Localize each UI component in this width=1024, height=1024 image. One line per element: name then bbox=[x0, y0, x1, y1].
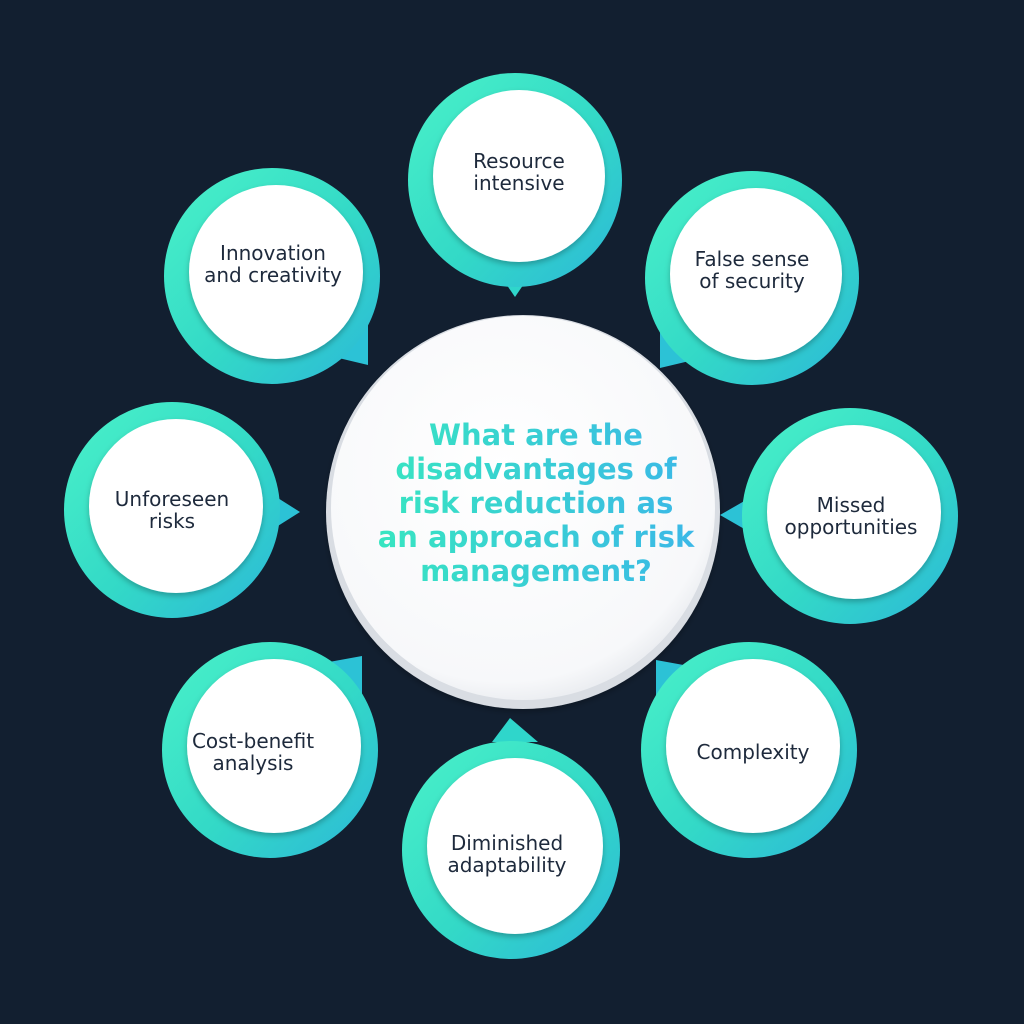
node-missed-opportunities bbox=[720, 408, 958, 624]
node-resource-intensive bbox=[408, 73, 622, 297]
node-cost-benefit-analysis bbox=[162, 642, 378, 858]
center-hub bbox=[326, 315, 720, 709]
node-complexity bbox=[641, 642, 857, 858]
node-unforeseen-risks bbox=[64, 402, 300, 618]
node-false-sense-of-security bbox=[645, 171, 859, 385]
node-innovation-and-creativity bbox=[164, 168, 380, 384]
center-title: What are the disadvantages of risk reduc… bbox=[371, 413, 701, 593]
node-diminished-adaptability bbox=[402, 718, 620, 959]
